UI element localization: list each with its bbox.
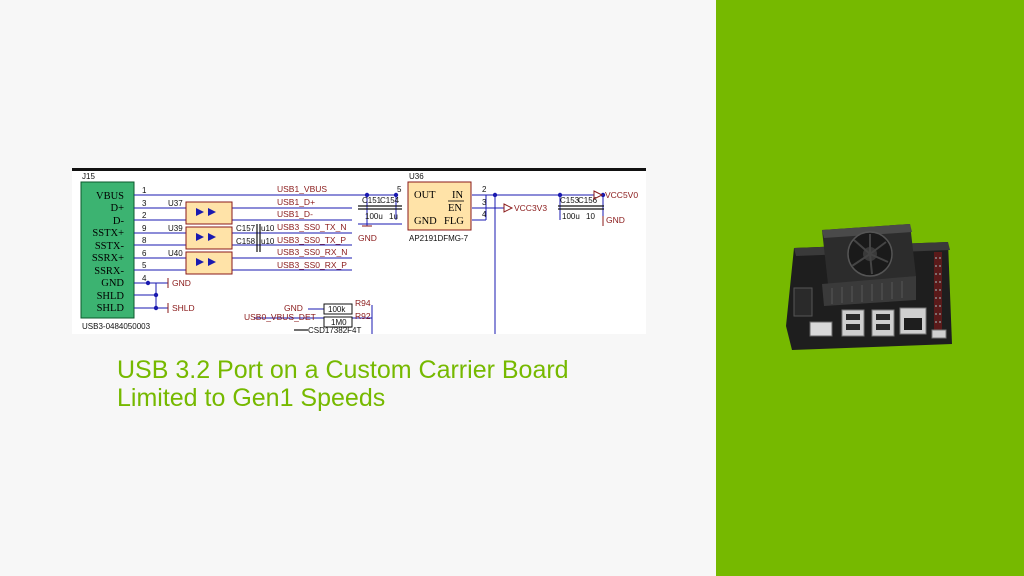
vcc3v3-symbol bbox=[503, 203, 514, 213]
pin-dm: D- bbox=[113, 216, 125, 227]
net-usb3-rx-n: USB3_SS0_RX_N bbox=[277, 247, 347, 257]
vcc5v0-label: VCC5V0 bbox=[605, 190, 638, 200]
r92-value: 1M0 bbox=[331, 318, 347, 327]
pin-ssrxp: SSRX+ bbox=[92, 253, 124, 264]
pin-num-9: 9 bbox=[142, 224, 147, 233]
cap-c153: C153 bbox=[560, 196, 580, 205]
header-pin-dots bbox=[935, 257, 941, 323]
fan-blades bbox=[851, 234, 889, 275]
switch-out: OUT bbox=[414, 190, 436, 201]
cap-val-100u: 100u bbox=[365, 212, 383, 221]
pin-num-6: 6 bbox=[142, 249, 147, 258]
pin-num-8: 8 bbox=[142, 236, 147, 245]
cap-val-10: 10 bbox=[586, 212, 595, 221]
detect-gnd: GND bbox=[284, 303, 303, 313]
vcc5v0-symbol bbox=[593, 190, 604, 200]
switch-flg: FLG bbox=[444, 216, 464, 227]
vbus-detect: GND 100k R94 1M0 R92 USB0_VBUS_DET CSD17… bbox=[244, 298, 371, 334]
pin-num-5: 5 bbox=[142, 261, 147, 270]
switch-part: AP2191DFMG-7 bbox=[409, 234, 469, 243]
cap-val-1u: 1u bbox=[389, 212, 398, 221]
output-caps: C153 C156 100u 10 GND bbox=[558, 196, 625, 226]
cap-u10-a: u10 bbox=[261, 224, 275, 233]
r94-value: 100k bbox=[328, 305, 346, 314]
switch-pin2: 2 bbox=[482, 185, 487, 194]
cap-c151: C151 bbox=[362, 196, 382, 205]
shld-label: SHLD bbox=[172, 303, 195, 313]
side-connector bbox=[793, 287, 813, 317]
esd-ref-u40: U40 bbox=[168, 249, 183, 258]
net-usb3-tx-p: USB3_SS0_TX_P bbox=[277, 235, 346, 245]
cap-c157: C157 bbox=[236, 224, 256, 233]
pin-sstxm: SSTX- bbox=[95, 241, 125, 252]
switch-pin4: 4 bbox=[482, 210, 487, 219]
title-line-2: Limited to Gen1 Speeds bbox=[117, 384, 386, 412]
net-usb3-tx-n: USB3_SS0_TX_N bbox=[277, 222, 346, 232]
gnd-label-output: GND bbox=[606, 215, 625, 225]
esd-ref-u39: U39 bbox=[168, 224, 183, 233]
connector-part: USB3-0484050003 bbox=[82, 322, 151, 331]
net-labels: USB1_VBUS USB1_D+ USB1_D- USB3_SS0_TX_N … bbox=[277, 184, 347, 270]
connector-ref: J15 bbox=[82, 172, 95, 181]
cap-c154: C154 bbox=[380, 196, 400, 205]
net-usb1-dm: USB1_D- bbox=[277, 209, 313, 219]
usb-a-port-2 bbox=[871, 309, 895, 337]
power-switch: U36 5 OUT IN EN GND FLG AP2191DFMG-7 2 3… bbox=[397, 172, 487, 243]
cap-c156: C156 bbox=[578, 196, 598, 205]
switch-ref: U36 bbox=[409, 172, 424, 181]
switch-gnd: GND bbox=[414, 216, 437, 227]
pin-num-3: 3 bbox=[142, 199, 147, 208]
pin-sstxp: SSTX+ bbox=[92, 228, 124, 239]
ss-caps: C157 C158 u10 u10 bbox=[236, 224, 275, 252]
connector-pin-numbers: 1 3 2 9 8 6 5 4 bbox=[142, 186, 147, 283]
switch-pin5: 5 bbox=[397, 185, 402, 194]
fet-ref: CSD17382F4T bbox=[308, 326, 361, 334]
devkit-board-image bbox=[782, 218, 954, 358]
pin-shld-1: SHLD bbox=[97, 291, 125, 302]
switch-en: EN bbox=[448, 203, 462, 214]
connector-pin-names: VBUS D+ D- SSTX+ SSTX- SSRX+ SSRX- GND S… bbox=[92, 191, 125, 314]
schematic-image: J15 USB3-0484050003 VBUS D+ D- SSTX+ SST… bbox=[72, 168, 646, 334]
switch-body bbox=[407, 181, 472, 231]
schematic-top-border bbox=[72, 168, 646, 171]
switch-in: IN bbox=[452, 190, 463, 201]
pin-ssrxm: SSRX- bbox=[94, 266, 124, 277]
pin-dp: D+ bbox=[110, 203, 124, 214]
net-usb1-vbus: USB1_VBUS bbox=[277, 184, 327, 194]
esd-ref-u37: U37 bbox=[168, 199, 183, 208]
title-line-1: USB 3.2 Port on a Custom Carrier Board bbox=[117, 356, 569, 384]
pin-gnd: GND bbox=[101, 278, 124, 289]
net-usb3-rx-p: USB3_SS0_RX_P bbox=[277, 260, 347, 270]
connector-body bbox=[80, 181, 135, 319]
r92-ref: R92 bbox=[355, 311, 371, 321]
net-vbus-det: USB0_VBUS_DET bbox=[244, 312, 316, 322]
usb-a-port-1 bbox=[841, 309, 865, 337]
signal-wires bbox=[134, 194, 604, 334]
dc-port bbox=[931, 329, 947, 339]
input-caps: C151 C154 100u 1u GND bbox=[358, 196, 402, 243]
net-usb1-dp: USB1_D+ bbox=[277, 197, 315, 207]
esd-arrays: U37 U39 U40 bbox=[168, 199, 233, 275]
r94-ref: R94 bbox=[355, 298, 371, 308]
cap-val-100u-out: 100u bbox=[562, 212, 580, 221]
page-title: USB 3.2 Port on a Custom Carrier Board L… bbox=[117, 356, 677, 412]
pin-num-4: 4 bbox=[142, 274, 147, 283]
gpio-header bbox=[934, 252, 942, 332]
vcc3v3-label: VCC3V3 bbox=[514, 203, 547, 213]
pin-vbus: VBUS bbox=[96, 191, 124, 202]
pin-num-2: 2 bbox=[142, 211, 147, 220]
usb-c-port bbox=[809, 321, 833, 337]
pin-num-1: 1 bbox=[142, 186, 147, 195]
pin-shld-2: SHLD bbox=[97, 303, 125, 314]
gnd-label-input: GND bbox=[358, 233, 377, 243]
switch-pin3: 3 bbox=[482, 198, 487, 207]
cap-u10-b: u10 bbox=[261, 237, 275, 246]
cap-c158: C158 bbox=[236, 237, 256, 246]
junction-dots bbox=[145, 192, 606, 311]
gnd-label-connector: GND bbox=[172, 278, 191, 288]
